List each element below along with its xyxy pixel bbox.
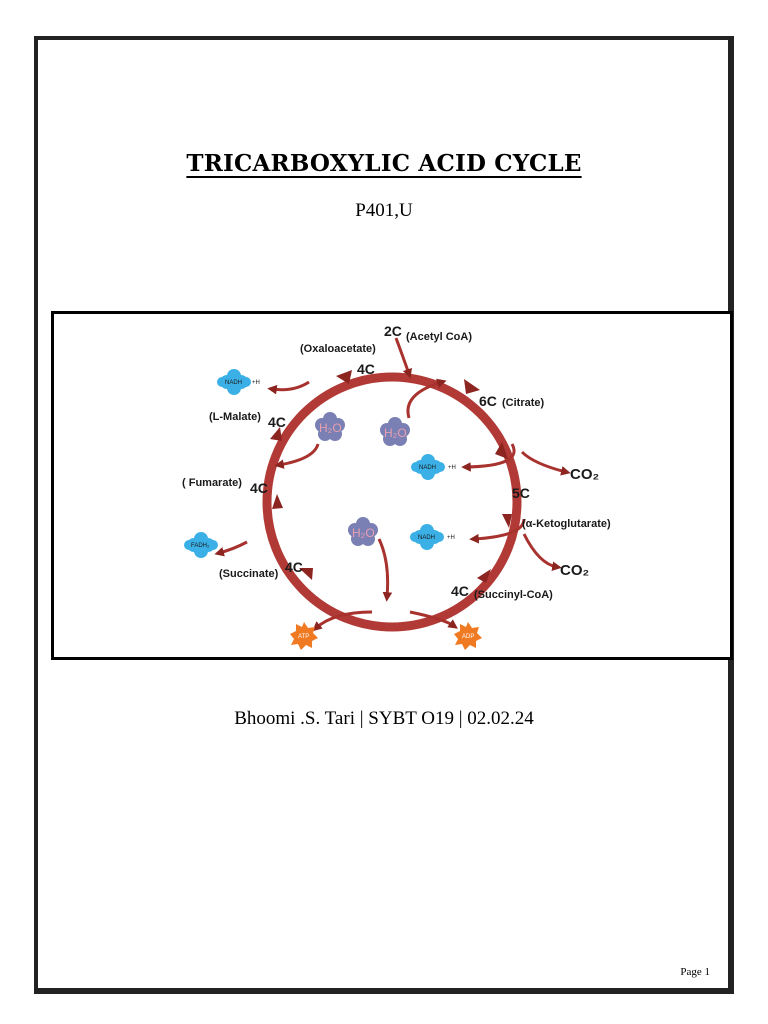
document-title: TRICARBOXYLIC ACID CYCLE (186, 150, 582, 177)
water-flower-icon: H₂O (315, 412, 345, 441)
water-label: H₂O (352, 526, 375, 540)
adp-star-icon: ADP (454, 622, 482, 650)
branch-arrows (214, 337, 571, 632)
nadh-cloud-icon: NADH +H (411, 454, 456, 480)
tca-cycle-figure: 2C 4C 6C 5C 4C 4C 4C 4C (Acetyl CoA) (Ox… (51, 311, 733, 660)
citrate-carbon-count: 6C (479, 393, 497, 409)
atp-star-icon: ATP (290, 622, 318, 650)
citrate-label: (Citrate) (502, 397, 545, 409)
document-code: P401,U (355, 200, 413, 221)
water-flower-icon: H₂O (380, 417, 410, 446)
atp-label: ATP (298, 634, 309, 640)
oxaloacetate-carbon-count: 4C (357, 361, 375, 377)
nadh-label: NADH (225, 380, 242, 386)
succinate-label: (Succinate) (219, 568, 279, 580)
ketoglutarate-carbon-count: 5C (512, 485, 530, 501)
acetyl-carbon-count: 2C (384, 323, 402, 339)
oxaloacetate-label: (Oxaloacetate) (300, 343, 376, 355)
succinate-carbon-count: 4C (285, 559, 303, 575)
co2-label-1: CO₂ (570, 466, 599, 483)
fadh2-label: FADH₂ (191, 543, 210, 549)
nadh-cloud-icon: NADH +H (410, 524, 455, 550)
plus-h-label: +H (252, 380, 260, 386)
succinyl-coa-label: (Succinyl-CoA) (474, 589, 553, 601)
nadh-cloud-icon: NADH +H (217, 369, 260, 395)
water-label: H₂O (319, 421, 342, 435)
co2-label-2: CO₂ (560, 562, 589, 579)
tca-cycle-diagram: 2C 4C 6C 5C 4C 4C 4C 4C (Acetyl CoA) (Ox… (182, 323, 611, 650)
malate-carbon-count: 4C (268, 414, 286, 430)
cycle-ring (262, 372, 522, 632)
nadh-label: NADH (418, 535, 435, 541)
fumarate-carbon-count: 4C (250, 480, 268, 496)
nadh-label: NADH (419, 465, 436, 471)
fumarate-label: ( Fumarate) (182, 477, 242, 489)
page-number: Page 1 (680, 966, 710, 978)
adp-label: ADP (462, 634, 474, 640)
water-flower-icon: H₂O (348, 517, 378, 546)
plus-h-label: +H (447, 535, 455, 541)
author-line: Bhoomi .S. Tari | SYBT O19 | 02.02.24 (234, 708, 534, 729)
acetyl-coa-label: (Acetyl CoA) (406, 331, 472, 343)
l-malate-label: (L-Malate) (209, 411, 261, 423)
fadh2-cloud-icon: FADH₂ (184, 532, 218, 558)
succinyl-carbon-count: 4C (451, 583, 469, 599)
cycle-direction-arrows (270, 370, 512, 583)
water-label: H₂O (384, 426, 407, 440)
plus-h-label: +H (448, 465, 456, 471)
alpha-ketoglutarate-label: (α-Ketoglutarate) (522, 518, 611, 530)
